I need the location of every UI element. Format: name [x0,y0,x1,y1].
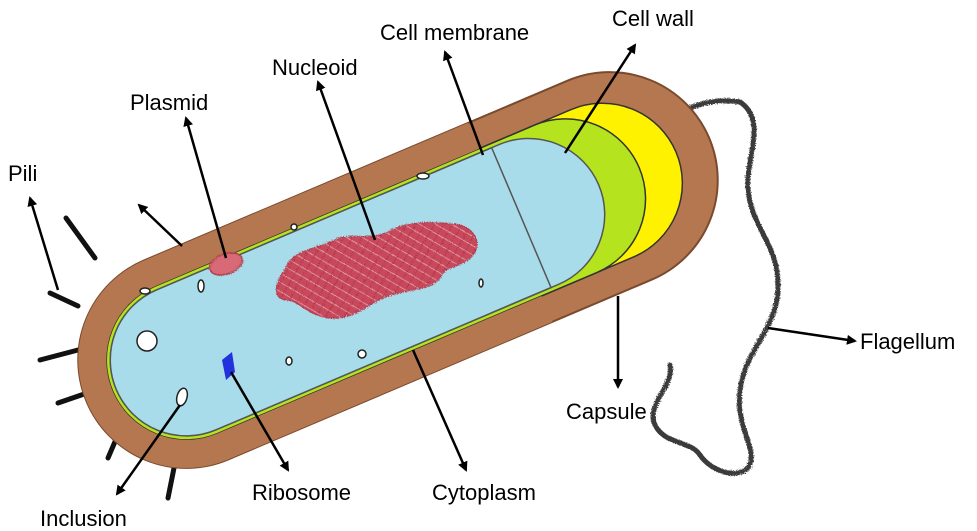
arrow-membrane-left [139,205,182,246]
label-plasmid: Plasmid [130,90,208,115]
label-capsule: Capsule [566,399,647,424]
label-pili: Pili [8,161,37,186]
arrow-flagellum [768,328,855,341]
label-cytoplasm: Cytoplasm [432,480,536,505]
label-flagellum: Flagellum [860,329,955,354]
label-cell-wall: Cell wall [612,6,694,31]
label-ribosome: Ribosome [252,480,351,505]
label-cell-membrane: Cell membrane [380,20,529,45]
label-inclusion: Inclusion [40,506,127,531]
arrow-pili [30,198,58,290]
label-nucleoid: Nucleoid [272,55,358,80]
